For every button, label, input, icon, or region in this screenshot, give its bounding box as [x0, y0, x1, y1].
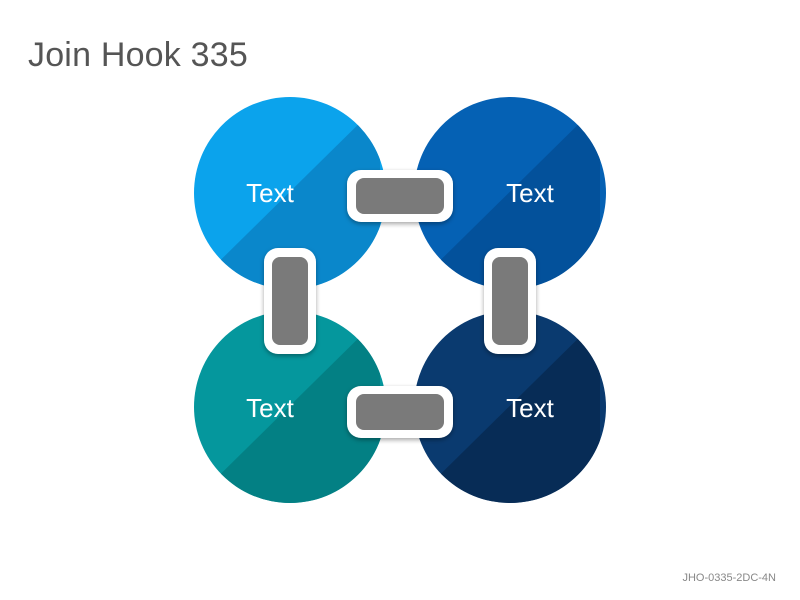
circle-bottom-right-shade — [414, 317, 600, 503]
connector-top — [347, 170, 453, 222]
connector-bottom-bar — [356, 394, 444, 430]
node-label-bottom-left: Text — [246, 393, 294, 423]
connector-top-bar — [356, 178, 444, 214]
node-label-top-left: Text — [246, 178, 294, 208]
circle-node-bottom-right: Text — [414, 311, 606, 503]
circle-node-top-left: Text — [194, 97, 386, 289]
connector-left — [264, 248, 316, 354]
circle-node-top-right: Text — [414, 97, 606, 289]
footer-code: JHO-0335-2DC-4N — [682, 572, 776, 584]
connector-left-bar — [272, 257, 308, 345]
connector-bottom — [347, 386, 453, 438]
circle-node-bottom-left: Text — [194, 311, 386, 503]
connector-right — [484, 248, 536, 354]
node-label-bottom-right: Text — [506, 393, 554, 423]
circle-top-left-shade — [194, 103, 380, 289]
page-title: Join Hook 335 — [28, 36, 248, 74]
connector-right-bar — [492, 257, 528, 345]
circle-bottom-left-shade — [194, 317, 380, 503]
node-label-top-right: Text — [506, 178, 554, 208]
circle-top-right-shade — [414, 103, 600, 289]
